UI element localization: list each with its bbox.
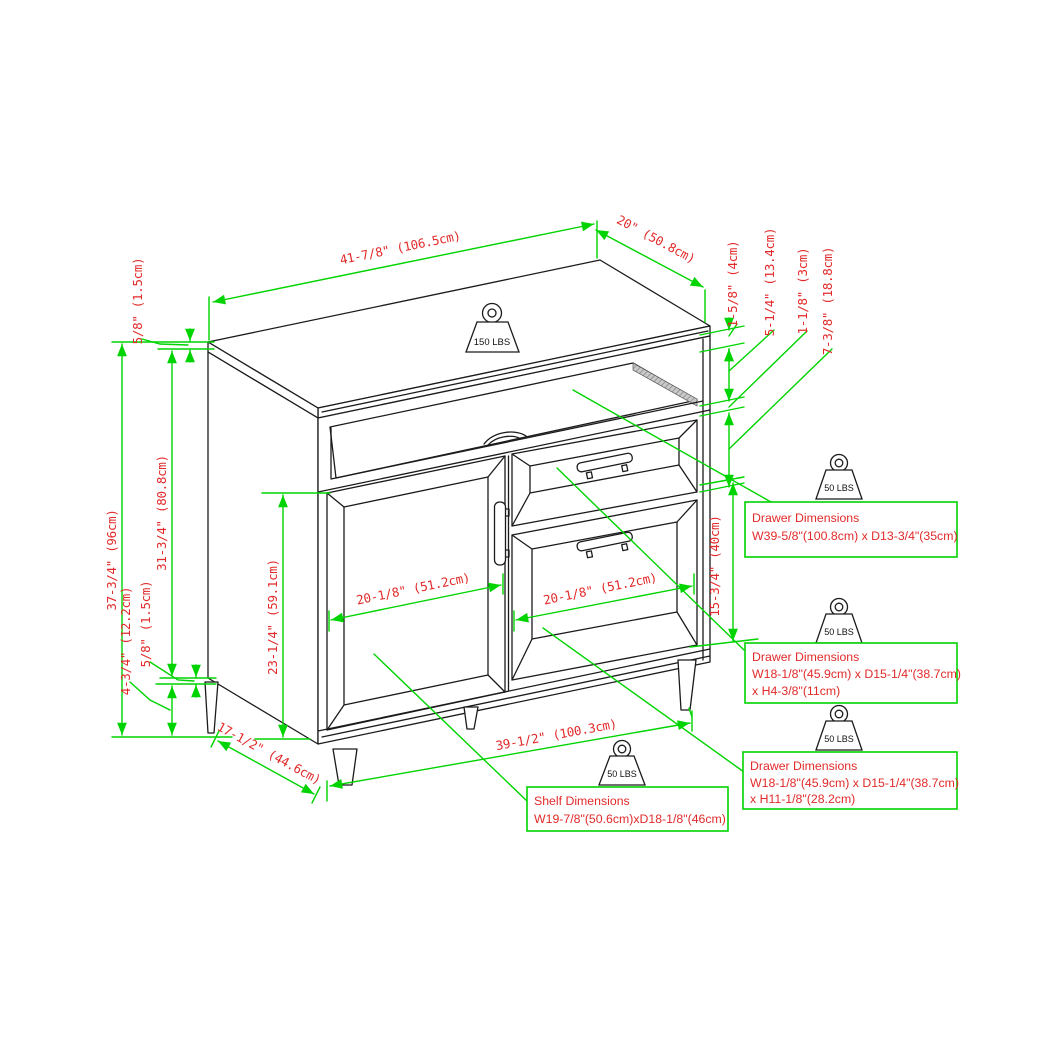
weight-icons: 150 LBS 50 LBS 50 LBS 50 LBS 50 LBS bbox=[465, 302, 863, 786]
weight-icon-wide-drawer: 50 LBS bbox=[815, 453, 863, 500]
callout-wide-drawer: Drawer Dimensions W39-5/8"(100.8cm) x D1… bbox=[744, 501, 958, 558]
dim-top-width: 41-7/8" (106.5cm) bbox=[338, 228, 461, 267]
shelf-hatched-edge bbox=[632, 362, 698, 407]
front-center-leg bbox=[463, 706, 479, 730]
leader-shelf bbox=[373, 653, 528, 802]
dim-base-width: 39-1/2" (100.3cm) bbox=[494, 716, 618, 753]
dim-overall-height: 37-3/4" (96cm) bbox=[104, 509, 119, 610]
dim-top-panel-thickness: 1-5/8" (4cm) bbox=[725, 241, 740, 328]
callout-lower-drawer-line2: x H11-1/8"(28.2cm) bbox=[750, 792, 855, 806]
lower-drawer-handle bbox=[576, 531, 633, 559]
callout-lower-drawer-title: Drawer Dimensions bbox=[750, 759, 857, 773]
leader-upper-drawer bbox=[556, 467, 745, 651]
weight-icon-upper-drawer: 50 LBS bbox=[815, 597, 863, 644]
weight-icon-shelf: 50 LBS bbox=[598, 739, 646, 786]
callout-upper-drawer-line1: W18-1/8"(45.9cm) x D15-1/4"(38.7cm) bbox=[752, 667, 961, 681]
callout-shelf-title: Shelf Dimensions bbox=[534, 794, 630, 808]
cabinet-drawing bbox=[204, 259, 711, 786]
front-right-leg bbox=[677, 659, 697, 711]
weight-icon-lower-drawer: 50 LBS bbox=[815, 704, 863, 751]
dim-bottom-thickness: 5/8" (1.5cm) bbox=[138, 581, 153, 668]
weight-lower-drawer-label: 50 LBS bbox=[824, 734, 854, 744]
weight-shelf-label: 50 LBS bbox=[607, 769, 637, 779]
callout-lower-drawer: Drawer Dimensions W18-1/8"(45.9cm) x D15… bbox=[742, 751, 959, 810]
dim-top-thickness: 5/8" (1.5cm) bbox=[130, 258, 145, 345]
callout-upper-drawer-title: Drawer Dimensions bbox=[752, 650, 859, 664]
dim-rail-height: 1-1/8" (3cm) bbox=[795, 248, 810, 335]
dim-door-height: 23-1/4" (59.1cm) bbox=[265, 559, 280, 675]
callout-shelf: Shelf Dimensions W19-7/8"(50.6cm)xD18-1/… bbox=[526, 786, 729, 832]
callout-boxes: Drawer Dimensions W39-5/8"(100.8cm) x D1… bbox=[526, 501, 961, 832]
back-left-leg bbox=[204, 681, 219, 734]
dimension-lines bbox=[111, 220, 833, 804]
dim-opening-height: 5-1/4" (13.4cm) bbox=[762, 228, 777, 336]
dim-body-height: 31-3/4" (80.8cm) bbox=[154, 455, 169, 571]
finger-notch bbox=[483, 431, 527, 445]
weight-wide-drawer-label: 50 LBS bbox=[824, 483, 854, 493]
callout-upper-drawer: Drawer Dimensions W18-1/8"(45.9cm) x D15… bbox=[744, 642, 961, 704]
wide-drawer-band bbox=[317, 409, 711, 493]
callout-wide-drawer-line1: W39-5/8"(100.8cm) x D13-3/4"(35cm) bbox=[752, 529, 958, 543]
callout-lower-drawer-line1: W18-1/8"(45.9cm) x D15-1/4"(38.7cm) bbox=[750, 776, 959, 790]
leader-wide-drawer bbox=[572, 389, 772, 503]
open-shelf-cavity bbox=[329, 362, 704, 480]
callout-shelf-line1: W19-7/8"(50.6cm)xD18-1/8"(46cm) bbox=[534, 812, 726, 826]
dim-leg-height: 4-3/4" (12.2cm) bbox=[118, 587, 133, 695]
weight-top-label: 150 LBS bbox=[474, 337, 510, 348]
dim-top-drawer-front-height: 7-3/8" (18.8cm) bbox=[820, 247, 835, 355]
weight-icon-top: 150 LBS bbox=[465, 302, 520, 353]
left-side-panel bbox=[207, 351, 319, 745]
callout-upper-drawer-line2: x H4-3/8"(11cm) bbox=[752, 684, 840, 698]
upper-drawer bbox=[511, 419, 698, 527]
door-handle bbox=[493, 501, 507, 566]
upper-drawer-handle bbox=[576, 452, 633, 480]
leader-lower-drawer bbox=[542, 627, 745, 773]
weight-upper-drawer-label: 50 LBS bbox=[824, 627, 854, 637]
callout-wide-drawer-title: Drawer Dimensions bbox=[752, 511, 859, 525]
dim-drawer-section-height: 15-3/4" (40cm) bbox=[707, 515, 722, 616]
dim-top-depth: 20" (50.8cm) bbox=[614, 212, 698, 266]
front-left-leg bbox=[332, 748, 358, 786]
